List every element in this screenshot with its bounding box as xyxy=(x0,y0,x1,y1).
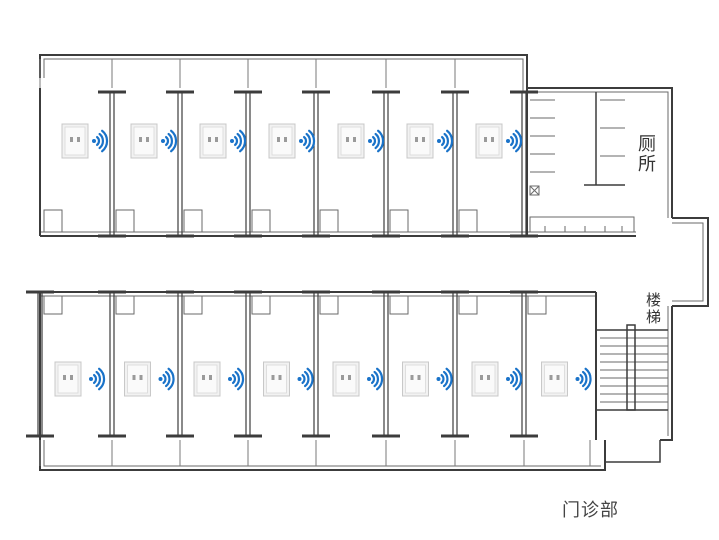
room-partition xyxy=(234,290,262,438)
upper-rooms xyxy=(39,59,538,238)
room-partition xyxy=(510,290,538,438)
wall-panel-switch-icon xyxy=(402,361,429,397)
room-partition xyxy=(26,290,54,438)
wireless-signal-icon xyxy=(575,367,592,391)
wall-panel-switch-icon xyxy=(130,123,158,159)
wall-panel-switch-icon xyxy=(124,361,151,397)
wall-panel-switch-icon xyxy=(199,123,227,159)
wireless-signal-icon xyxy=(228,367,245,391)
stairs-label-1: 楼 xyxy=(646,291,661,309)
staircase xyxy=(596,324,668,411)
room-partition xyxy=(98,90,126,238)
lower-rooms xyxy=(26,290,592,466)
room-partition xyxy=(166,90,194,238)
room-partition xyxy=(510,90,538,238)
wireless-signal-icon xyxy=(158,367,175,391)
room-partition xyxy=(441,90,469,238)
room-partition xyxy=(234,90,262,238)
wireless-signal-icon xyxy=(161,129,178,153)
wireless-signal-icon xyxy=(92,129,109,153)
wall-panel-switch-icon xyxy=(337,123,365,159)
wireless-signal-icon xyxy=(297,367,314,391)
wireless-signal-icon xyxy=(436,367,453,391)
wireless-signal-icon xyxy=(506,367,523,391)
building-outline xyxy=(39,54,709,471)
toilet-fixtures xyxy=(529,92,635,233)
room-partition xyxy=(302,290,330,438)
toilet-label-2: 所 xyxy=(638,154,656,175)
caption: 门诊部 xyxy=(562,500,619,521)
room-partition xyxy=(166,290,194,438)
wireless-signal-icon xyxy=(230,129,247,153)
wall-panel-switch-icon xyxy=(541,361,568,397)
wall-panel-switch-icon xyxy=(471,361,499,397)
wall-panel-switch-icon xyxy=(193,361,221,397)
room-partition xyxy=(441,290,469,438)
wall-panel-switch-icon xyxy=(263,361,290,397)
wireless-signal-icon xyxy=(299,129,316,153)
wall-panel-switch-icon xyxy=(332,361,360,397)
room-partition xyxy=(98,290,126,438)
room-partition xyxy=(372,290,400,438)
wall-panel-switch-icon xyxy=(268,123,296,159)
wall-panel-switch-icon xyxy=(475,123,503,159)
wireless-signal-icon xyxy=(506,129,523,153)
wall-panel-switch-icon xyxy=(54,361,82,397)
wireless-signal-icon xyxy=(367,367,384,391)
toilet-label-1: 厕 xyxy=(638,134,656,155)
stairs-label-2: 梯 xyxy=(646,308,661,326)
room-partition xyxy=(372,90,400,238)
wireless-signal-icon xyxy=(89,367,106,391)
room-partition xyxy=(302,90,330,238)
wall-panel-switch-icon xyxy=(61,123,89,159)
wireless-signal-icon xyxy=(368,129,385,153)
wireless-signal-icon xyxy=(437,129,454,153)
wall-panel-switch-icon xyxy=(406,123,434,159)
